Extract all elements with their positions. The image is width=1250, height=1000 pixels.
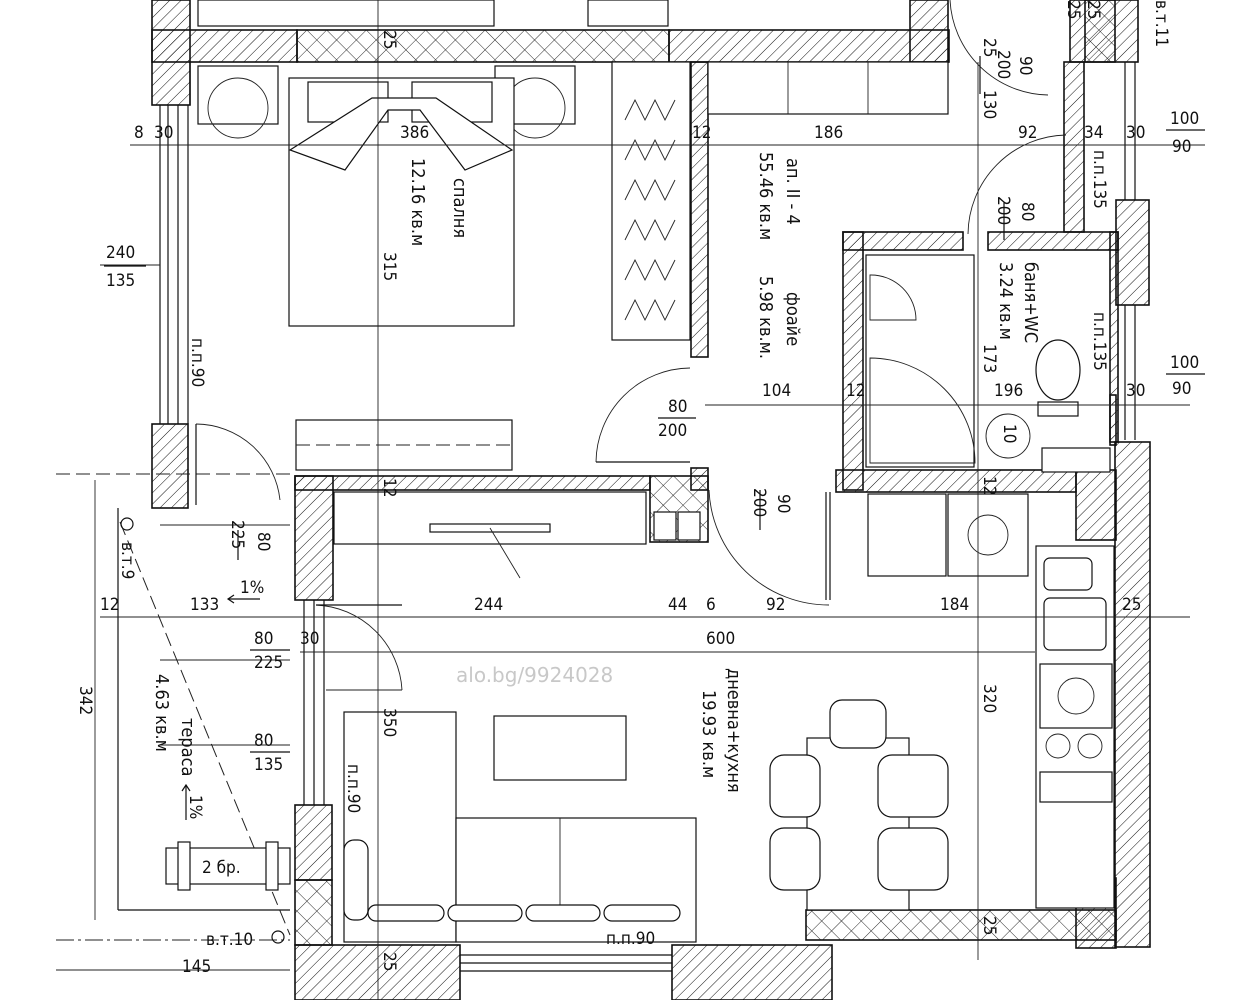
dim-130: 130 [979, 90, 999, 119]
door-bed-width: 80 [668, 397, 687, 417]
label-pp90-bed: п.п.90 [187, 338, 207, 387]
dim-342: 342 [75, 686, 95, 715]
door-bed-height: 200 [658, 421, 687, 441]
door-top-height: 200 [993, 50, 1013, 79]
label-vt11: в.т.11 [1151, 0, 1171, 47]
dim-25e: 25 [1083, 0, 1103, 19]
dim-186: 186 [814, 123, 843, 143]
dim-30c: 30 [1126, 381, 1145, 401]
dim-196: 196 [994, 381, 1023, 401]
slope-arrows [181, 594, 260, 820]
dim-44: 44 [668, 595, 687, 615]
label-pp90-liv: п.п.90 [343, 764, 363, 813]
dimension-labels: 386 186 12 92 34 30 8 30 315 104 12 196 … [75, 0, 1145, 977]
door-liv2-height: 225 [254, 653, 283, 673]
dim-25b: 25 [379, 952, 399, 971]
door-liv2-width: 80 [254, 629, 273, 649]
dim-184: 184 [940, 595, 969, 615]
radiator-2pcs [165, 841, 291, 891]
label-vt10: в.т.10 [206, 930, 253, 950]
door-top-width: 90 [1015, 56, 1035, 75]
window-top-width: 100 [1170, 109, 1199, 129]
bedroom-area: 12.16 кв.м [407, 158, 428, 246]
marker-vt10-icon [271, 930, 285, 944]
dim-25g: 25 [979, 916, 999, 935]
living-area: 19.93 кв.м [698, 690, 719, 778]
bathroom-area: 3.24 кв.м [995, 262, 1016, 340]
dim-12d: 12 [379, 478, 399, 497]
window-liv-height: 135 [254, 755, 283, 775]
label-slope-2: 1% [185, 795, 205, 819]
label-vt9: в.т.9 [117, 542, 137, 579]
dimension-lines [56, 0, 1205, 1000]
label-pp135-top: п.п.135 [1089, 150, 1109, 209]
dim-6: 6 [706, 595, 716, 615]
furniture [197, 61, 1115, 943]
dim-30d: 30 [300, 629, 319, 649]
dim-600: 600 [706, 629, 735, 649]
dim-25f: 25 [979, 38, 999, 57]
dim-145: 145 [182, 957, 211, 977]
foyer-area: 5.98 кв.м. [755, 276, 776, 359]
label-pp135-bath: п.п.135 [1089, 312, 1109, 371]
dim-133: 133 [190, 595, 219, 615]
window-bed-height: 135 [106, 271, 135, 291]
dim-104: 104 [762, 381, 791, 401]
dim-350: 350 [379, 708, 399, 737]
door-bath-width: 80 [1017, 202, 1037, 221]
level-markers [120, 517, 285, 944]
dim-10r: 10 [999, 424, 1019, 443]
dim-92a: 92 [1018, 123, 1037, 143]
bedroom-name: спалня [449, 178, 470, 238]
dim-320: 320 [979, 684, 999, 713]
living-name: дневна+кухня [723, 668, 744, 793]
dim-244: 244 [474, 595, 503, 615]
dim-25c: 25 [379, 30, 399, 49]
room-labels: спалня 12.16 кв.м ап. II - 4 55.46 кв.м … [151, 152, 1041, 793]
opening-labels: 240 135 80 200 90 200 80 200 90 200 80 2… [104, 50, 1205, 775]
dim-34: 34 [1084, 123, 1103, 143]
room-lines [56, 0, 1136, 972]
terrace-area: 4.63 кв.м [151, 674, 172, 752]
terrace-name: тераса [177, 718, 198, 776]
dim-12a: 12 [692, 123, 711, 143]
dim-315: 315 [379, 252, 399, 281]
foyer-name: фоайе [782, 292, 803, 346]
dim-173: 173 [979, 344, 999, 373]
dim-386: 386 [400, 123, 429, 143]
door-bath-height: 200 [993, 196, 1013, 225]
dim-8: 8 [134, 123, 144, 143]
watermark: alo.bg/9924028 [456, 663, 613, 687]
door-liv-height: 200 [749, 488, 769, 517]
door-terr-height: 225 [227, 520, 247, 549]
dim-12b: 12 [846, 381, 865, 401]
dim-12e: 12 [979, 476, 999, 495]
window-bath-height: 90 [1172, 379, 1191, 399]
label-pieces: 2 бр. [202, 858, 241, 878]
marker-vt9-icon [120, 517, 134, 531]
dim-92b: 92 [766, 595, 785, 615]
door-liv-width: 90 [773, 494, 793, 513]
label-pp90-bottom: п.п.90 [606, 929, 655, 949]
dim-12c: 12 [100, 595, 119, 615]
label-slope-1: 1% [240, 578, 264, 598]
doors [195, 0, 1067, 691]
annotations: в.т.9 в.т.10 в.т.11 1% 1% 2 бр. п.п.90 п… [117, 0, 1171, 950]
window-bath-width: 100 [1170, 353, 1199, 373]
window-liv-width: 80 [254, 731, 273, 751]
bathroom-name: баня+WC [1020, 262, 1041, 343]
window-bed-width: 240 [106, 243, 135, 263]
dim-30b: 30 [154, 123, 173, 143]
dim-30a: 30 [1126, 123, 1145, 143]
door-terr-width: 80 [253, 532, 273, 551]
apartment-area: 55.46 кв.м [755, 152, 776, 240]
dim-25d: 25 [1063, 0, 1083, 19]
apartment-name: ап. II - 4 [782, 158, 803, 225]
window-top-height: 90 [1172, 137, 1191, 157]
dim-25a: 25 [1122, 595, 1141, 615]
